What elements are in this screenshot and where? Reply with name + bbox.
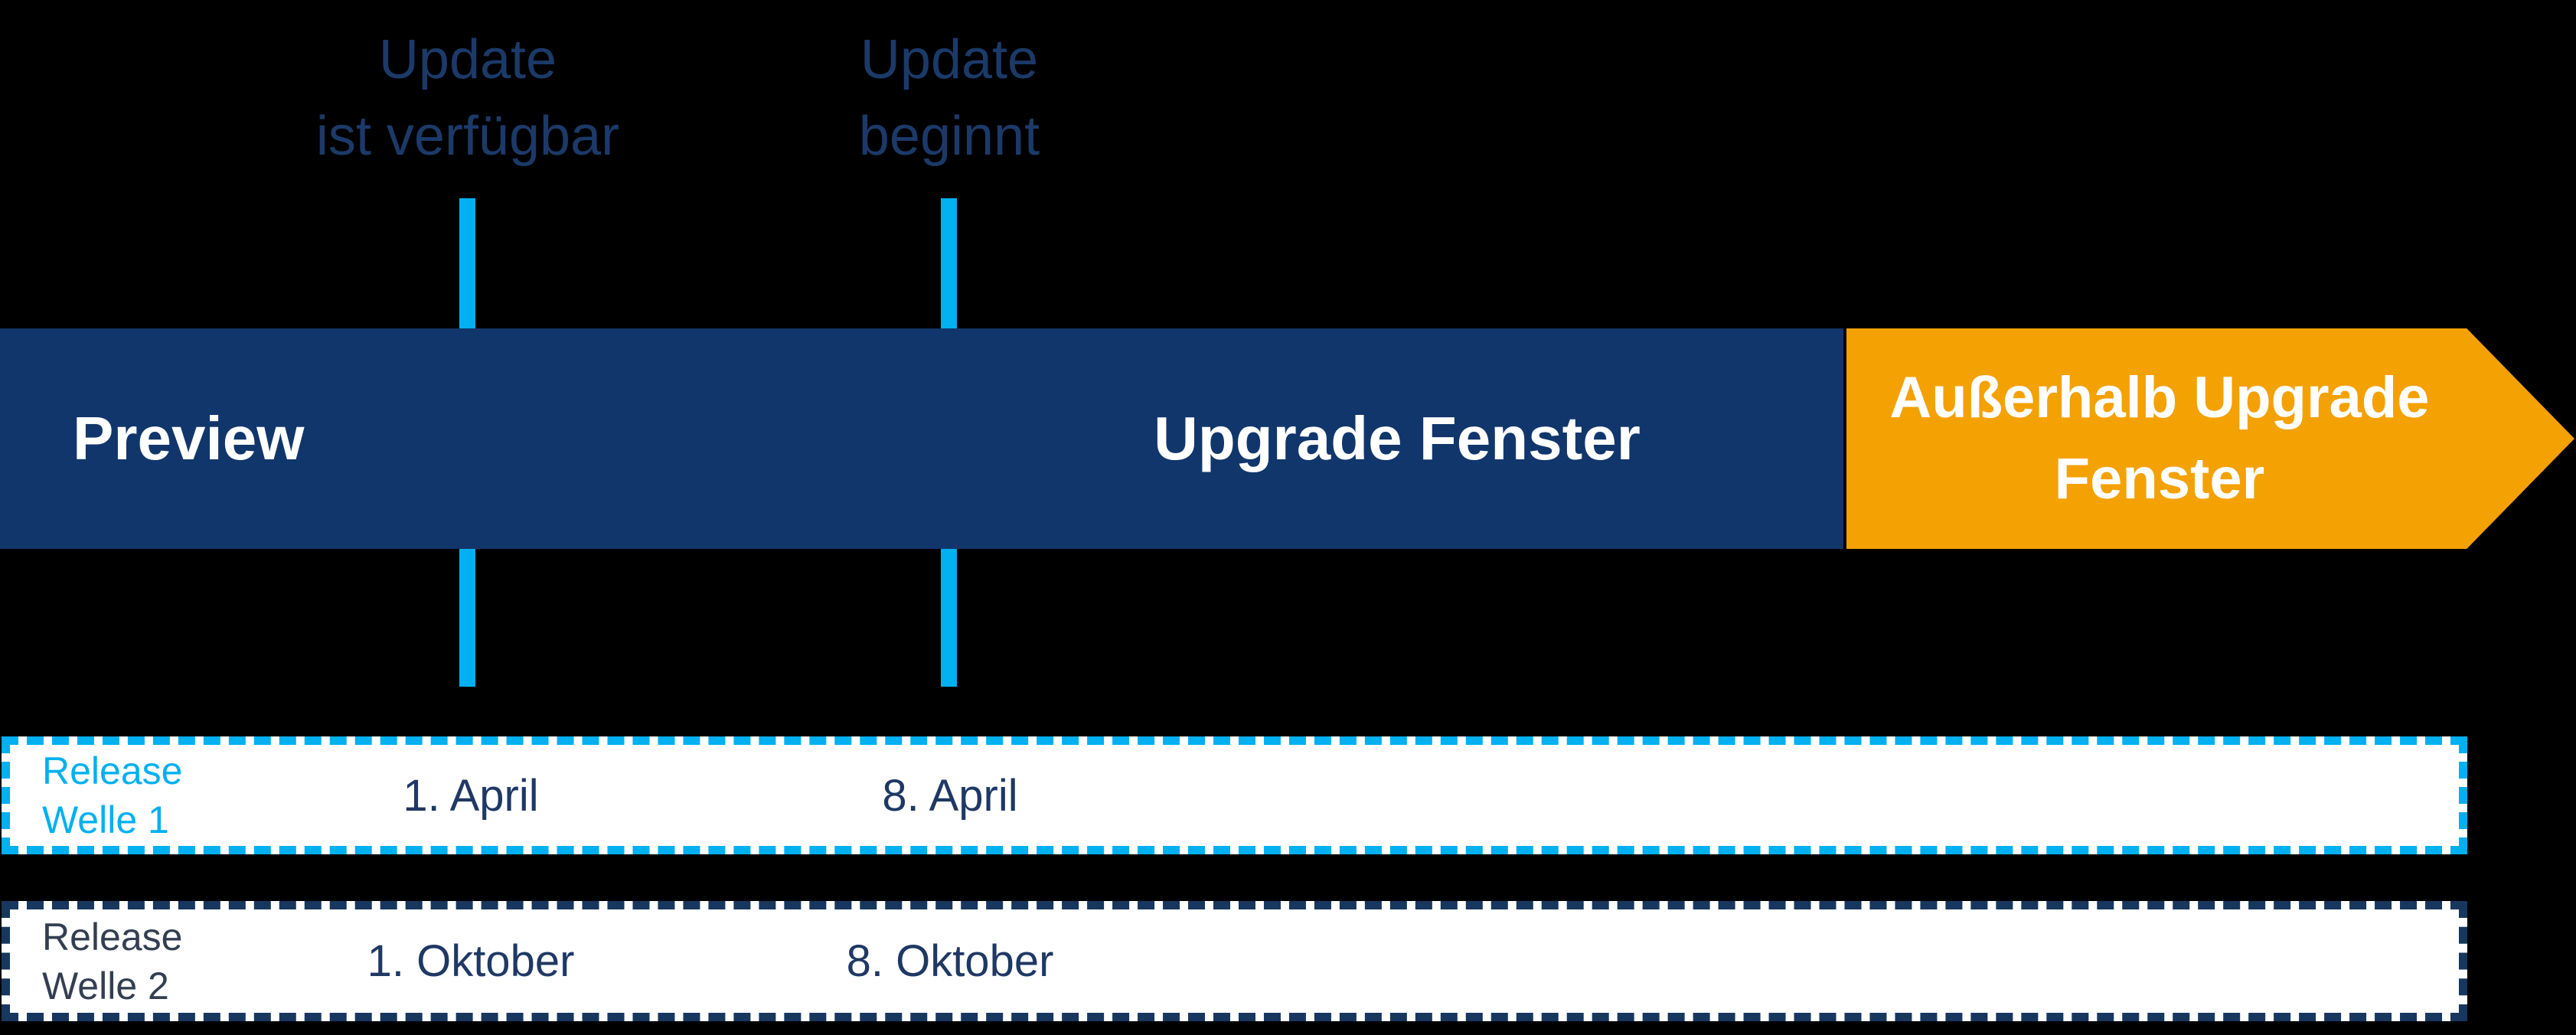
annotation-update-available: Update ist verfügbar (200, 21, 736, 175)
outside-upgrade-window-label: Außerhalb Upgrade Fenster (1846, 328, 2473, 549)
outside-upgrade-window-label-line1: Außerhalb Upgrade (1889, 365, 2430, 430)
timeline-bar: Preview Upgrade Fenster (0, 328, 1843, 549)
annotation-update-begins-line2: beginnt (858, 106, 1040, 167)
annotation-update-available-line2: ist verfügbar (315, 106, 620, 167)
timeline-segment-upgrade-window: Upgrade Fenster (1154, 404, 1641, 472)
release-wave-2-update-begins-date: 8. Oktober (846, 936, 1054, 986)
release-wave-1-label-line1: Release (42, 749, 183, 792)
release-wave-1-row: Release Welle 1 1. April 8. April (2, 736, 2467, 854)
outside-upgrade-window-label-line2: Fenster (2054, 446, 2265, 511)
release-wave-2-row: Release Welle 2 1. Oktober 8. Oktober (2, 901, 2467, 1021)
release-wave-2-label-line2: Welle 2 (42, 964, 169, 1007)
release-wave-1-update-available-date: 1. April (403, 770, 539, 821)
annotation-update-begins-line1: Update (860, 29, 1039, 90)
release-wave-1-label-line2: Welle 1 (42, 798, 169, 841)
release-wave-1-label: Release Welle 1 (42, 745, 182, 846)
release-wave-2-label-line1: Release (42, 915, 183, 958)
release-wave-1-update-begins-date: 8. April (882, 770, 1018, 821)
timeline-segment-outside-upgrade-window-arrow: Außerhalb Upgrade Fenster (1846, 328, 2574, 549)
timeline-segment-preview: Preview (73, 404, 305, 472)
release-wave-2-update-available-date: 1. Oktober (367, 936, 575, 986)
release-wave-2-label: Release Welle 2 (42, 909, 182, 1013)
annotation-update-begins: Update beginnt (681, 21, 1217, 175)
annotation-update-available-line1: Update (378, 29, 557, 90)
